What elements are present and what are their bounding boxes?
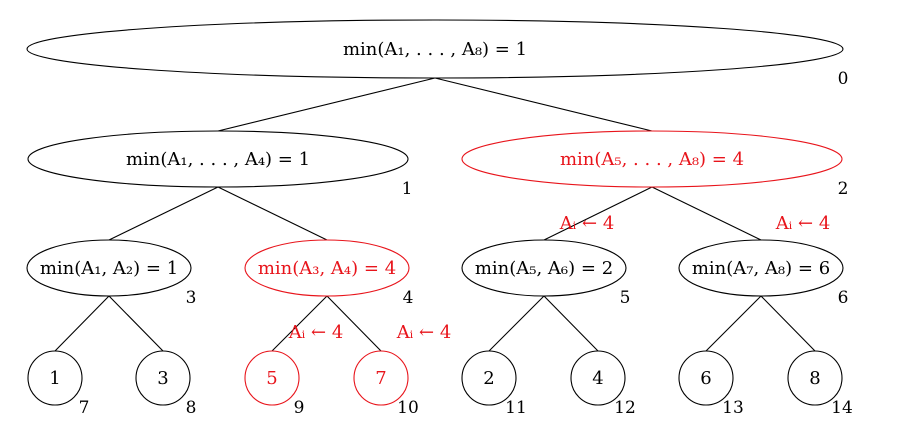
tree-node-5: min(A₅, A₆) = 2 5 [461,239,631,308]
tree-edge-5-12 [543,295,599,352]
node-shape-6 [678,239,844,297]
node-label-8: 3 [157,368,168,389]
node-index-11: 11 [505,398,527,418]
tree-edge-0-2 [434,77,653,132]
tree-edge-3-7 [54,295,110,352]
node-label-11: 2 [483,368,494,389]
tree-node-7: 17 [27,350,90,418]
node-index-1: 1 [402,179,413,199]
node-index-0: 0 [838,69,849,89]
node-shape-8 [135,350,191,406]
node-label-5: min(A₅, A₆) = 2 [475,258,613,279]
tree-node-2: min(A₅, . . . , A₈) = 4 2 [461,130,849,199]
update-annotation-node-9: Aᵢ ← 4 [288,322,344,343]
node-index-4: 4 [403,288,414,308]
tree-edge-1-4 [217,186,328,241]
node-label-1: min(A₁, . . . , A₄) = 1 [126,149,310,170]
tree-edge-4-10 [326,295,382,352]
tree-node-1: min(A₁, . . . , A₄) = 1 1 [27,130,413,199]
node-shape-10 [353,350,409,406]
node-index-2: 2 [838,179,849,199]
tree-node-0: min(A₁, . . . , A₈) = 1 0 [26,19,849,89]
node-index-9: 9 [294,398,305,418]
node-label-10: 7 [375,368,386,389]
node-label-2: min(A₅, . . . , A₈) = 4 [560,149,744,170]
tree-edge-3-8 [108,295,164,352]
tree-node-13: 6 13 [678,350,744,418]
node-shape-1 [27,130,409,188]
node-shape-3 [26,239,192,297]
node-index-10: 10 [397,398,419,418]
node-index-8: 8 [186,398,197,418]
node-label-7: 1 [49,368,60,389]
node-shape-9 [244,350,300,406]
node-shape-14 [787,350,843,406]
tree-node-11: 2 11 [461,350,527,418]
node-index-12: 12 [614,398,636,418]
node-shape-4 [244,239,410,297]
update-annotation-node-6: Aᵢ ← 4 [775,213,831,234]
node-label-12: 4 [592,368,603,389]
node-index-5: 5 [620,288,631,308]
tree-edge-4-9 [271,295,328,352]
node-index-7: 7 [79,398,90,418]
node-shape-0 [26,19,844,79]
node-label-0: min(A₁, . . . , A₈) = 1 [343,39,527,60]
tree-node-12: 4 12 [570,350,636,418]
node-shape-7 [27,350,83,406]
node-shape-12 [570,350,626,406]
tree-edge-2-5 [543,186,653,241]
tree-node-8: 38 [135,350,197,418]
tree-node-4: min(A₃, A₄) = 4 4 [244,239,414,308]
tree-edge-6-13 [705,295,762,352]
node-shape-2 [461,130,843,188]
node-index-6: 6 [838,288,849,308]
tree-edge-1-3 [108,186,219,241]
node-shape-5 [461,239,627,297]
node-index-3: 3 [186,288,197,308]
tree-edge-0-1 [217,77,436,132]
tree-node-3: min(A₁, A₂) = 1 3 [26,239,197,308]
tree-node-14: 8 14 [787,350,853,418]
node-index-14: 14 [831,398,853,418]
tree-edge-6-14 [760,295,816,352]
node-label-4: min(A₃, A₄) = 4 [258,258,396,279]
node-label-14: 8 [809,368,820,389]
tree-node-9: 59 [244,350,305,418]
tree-edge-2-6 [651,186,762,241]
tree-node-6: min(A₇, A₈) = 6 6 [678,239,849,308]
node-label-6: min(A₇, A₈) = 6 [692,258,830,279]
tree-node-10: 7 10 [353,350,419,418]
node-shape-11 [461,350,517,406]
node-index-13: 13 [722,398,744,418]
node-label-9: 5 [266,368,277,389]
update-annotation-node-5: Aᵢ ← 4 [559,213,615,234]
update-annotation-node-10: Aᵢ ← 4 [396,322,452,343]
node-label-13: 6 [700,368,711,389]
node-label-3: min(A₁, A₂) = 1 [40,258,178,279]
tree-edge-5-11 [488,295,545,352]
node-shape-13 [678,350,734,406]
